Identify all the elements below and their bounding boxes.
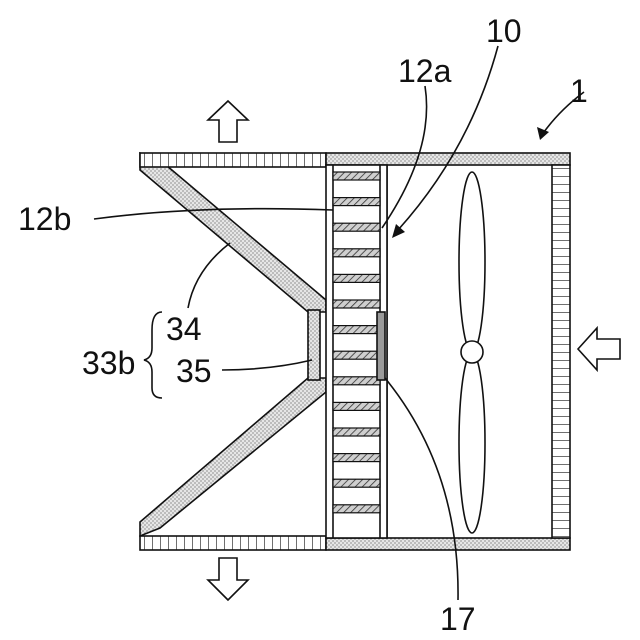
- fan-icon: [459, 172, 485, 533]
- arrow-up-icon: [208, 101, 248, 142]
- heat-exchanger-core: [326, 165, 387, 538]
- label-inclined-wall: 34: [166, 311, 202, 347]
- tube: [333, 198, 380, 206]
- label-assembly: 1: [570, 73, 588, 109]
- tube: [333, 351, 380, 359]
- label-housing-group: 33b: [82, 345, 135, 381]
- lower-outlet-grille: [140, 536, 326, 550]
- tube: [333, 223, 380, 231]
- upper-outlet-grille: [140, 153, 326, 167]
- tube: [333, 377, 380, 385]
- tube: [333, 454, 380, 462]
- tube: [333, 326, 380, 334]
- tube: [333, 300, 380, 308]
- label-vertical-wall: 35: [176, 353, 212, 389]
- tube: [333, 274, 380, 282]
- tube: [333, 505, 380, 513]
- tube: [333, 428, 380, 436]
- arrow-down-icon: [208, 558, 248, 600]
- tube: [333, 249, 380, 257]
- label-heat-exchanger: 10: [486, 13, 522, 49]
- label-fin-b: 12b: [18, 201, 71, 237]
- label-seal: 17: [440, 601, 476, 637]
- label-fin-a: 12a: [398, 53, 452, 89]
- seal-member: [377, 312, 385, 380]
- arrow-left-icon: [578, 328, 620, 370]
- tube: [333, 479, 380, 487]
- tube: [333, 172, 380, 180]
- tube: [333, 402, 380, 410]
